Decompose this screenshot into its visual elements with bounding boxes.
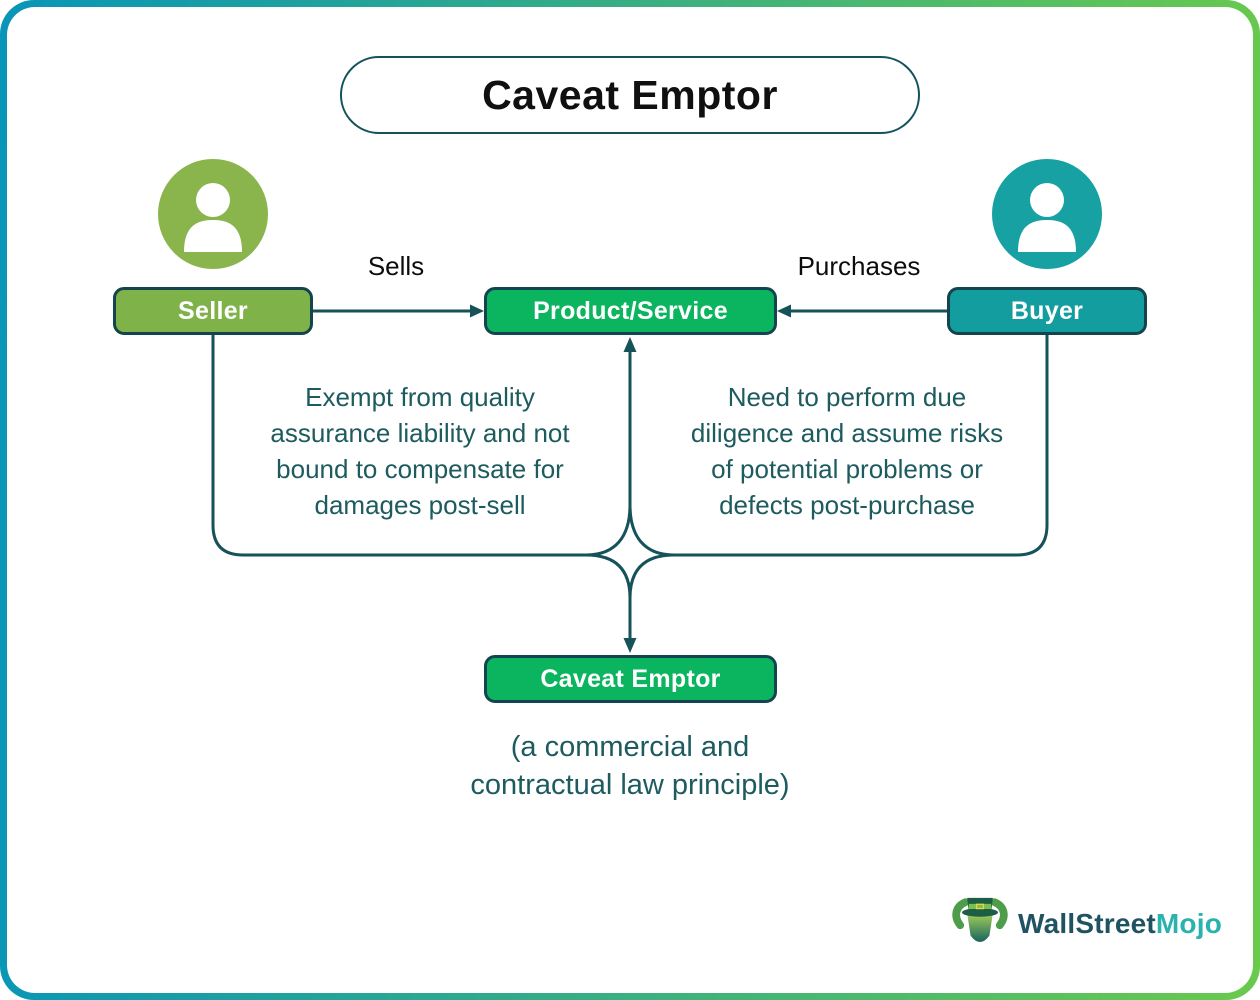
- logo-wordmark-primary: WallStreet: [1018, 907, 1156, 939]
- buyer-note-line: defects post-purchase: [719, 490, 975, 520]
- purchases-label: Purchases: [797, 251, 921, 281]
- caveat-caption-line: contractual law principle): [470, 769, 790, 801]
- buyer-note: Need to perform due diligence and assume…: [622, 379, 1072, 523]
- sells-label: Sells: [367, 251, 425, 281]
- buyer-note-line: Need to perform due: [727, 382, 967, 412]
- seller-person-icon: [158, 159, 268, 269]
- seller-node: Seller: [113, 287, 313, 335]
- seller-note-line: bound to compensate for: [276, 454, 564, 484]
- seller-note-line: Exempt from quality: [305, 382, 535, 412]
- buyer-note-line: of potential problems or: [711, 454, 983, 484]
- logo-wordmark: WallStreetMojo: [1018, 908, 1222, 940]
- buyer-note-line: diligence and assume risks: [690, 418, 1004, 448]
- caveat-caption: (a commercial and contractual law princi…: [380, 728, 880, 804]
- product-service-node: Product/Service: [484, 287, 777, 335]
- seller-note: Exempt from quality assurance liability …: [195, 379, 645, 523]
- wallstreetmojo-logo: WallStreetMojo: [950, 889, 1222, 958]
- buyer-person-icon: [992, 159, 1102, 269]
- seller-note-line: assurance liability and not: [270, 418, 570, 448]
- seller-note-line: damages post-sell: [314, 490, 526, 520]
- caveat-emptor-node: Caveat Emptor: [484, 655, 777, 703]
- page-title: Caveat Emptor: [340, 56, 920, 134]
- caveat-caption-line: (a commercial and: [510, 731, 750, 763]
- bull-logo-icon: [950, 889, 1010, 958]
- logo-wordmark-secondary: Mojo: [1155, 907, 1223, 939]
- buyer-node: Buyer: [947, 287, 1147, 335]
